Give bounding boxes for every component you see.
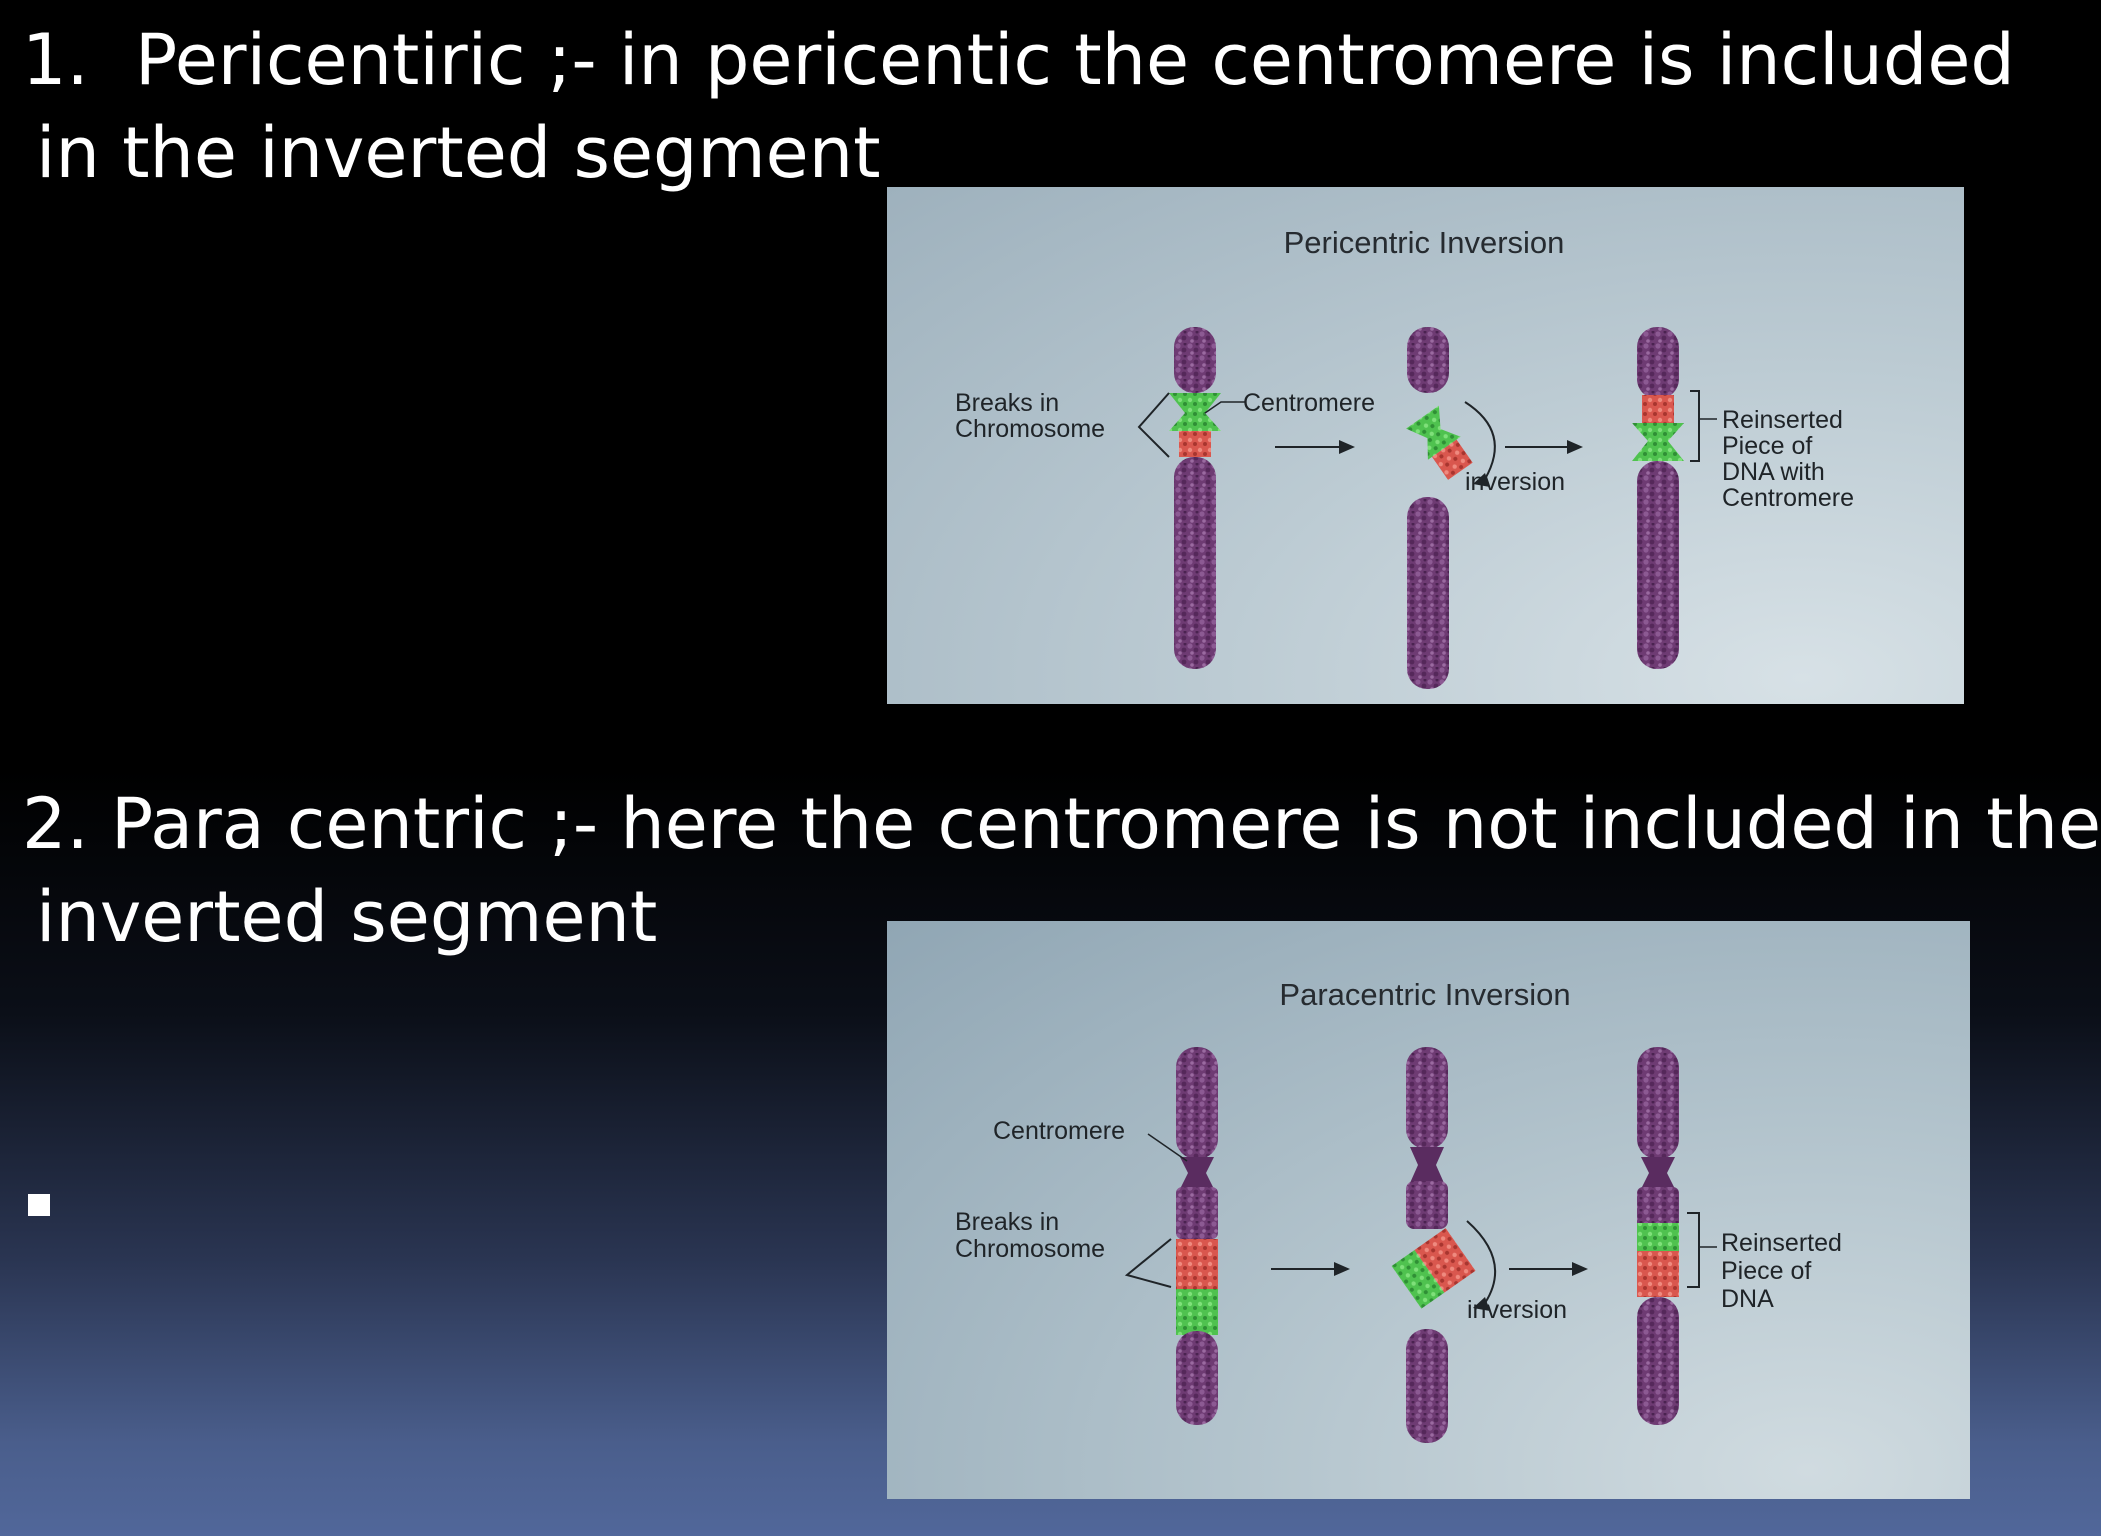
breaks-label-line-1: Breaks in — [955, 389, 1059, 417]
paracentric-inversion-diagram: Paracentric Inversion Centromere Breaks … — [887, 921, 1970, 1499]
arrow-right-icon — [1509, 1262, 1588, 1276]
inverting-chromosome — [1391, 1047, 1476, 1443]
point-2-line-2: inverted segment — [36, 876, 658, 958]
square-bullet — [28, 1194, 50, 1216]
arrow-right-icon — [1271, 1262, 1350, 1276]
original-chromosome — [1169, 327, 1221, 669]
arrow-right-icon — [1275, 440, 1355, 454]
inversion-curved-arrow — [1466, 1220, 1497, 1304]
breaks-bracket — [1124, 1238, 1172, 1288]
centromere-leader — [1147, 1133, 1188, 1162]
pericentric-inversion-diagram: Pericentric Inversion Breaks in Chromoso… — [887, 187, 1964, 704]
reinserted-bracket — [1687, 1212, 1700, 1288]
inversion-label: inversion — [1467, 1296, 1567, 1324]
centromere-label: Centromere — [1243, 389, 1375, 417]
point-2-line-1: 2. Para centric ;- here the centromere i… — [22, 783, 2101, 865]
paracentric-diagram-svg: Paracentric Inversion Centromere Breaks … — [955, 977, 1842, 1443]
point-1-line-1: 1. Pericentiric ;- in pericentic the cent… — [22, 14, 2015, 107]
paracentric-title: Paracentric Inversion — [1279, 977, 1570, 1012]
reinserted-label-line-3: DNA — [1721, 1285, 1774, 1313]
original-chromosome — [1176, 1047, 1218, 1425]
inversion-label: inversion — [1465, 468, 1565, 496]
breaks-label-line-2: Chromosome — [955, 415, 1105, 443]
arrow-right-icon — [1505, 440, 1583, 454]
inversion-arrowhead-icon — [1473, 473, 1490, 487]
reinserted-label-line-4: Centromere — [1722, 484, 1854, 512]
breaks-label-line-1: Breaks in — [955, 1208, 1059, 1236]
inversion-curved-arrow — [1464, 401, 1496, 480]
inverted-chromosome — [1632, 327, 1684, 669]
breaks-label-line-2: Chromosome — [955, 1235, 1105, 1263]
inverted-chromosome — [1637, 1047, 1679, 1425]
point-1-text: 1. Pericentiric ;- in pericentic the cent… — [22, 14, 2015, 200]
pericentric-diagram-svg: Pericentric Inversion Breaks in Chromoso… — [955, 225, 1854, 689]
breaks-bracket — [1137, 392, 1170, 458]
reinserted-label-line-2: Piece of — [1721, 1257, 1811, 1285]
point-1-line-2: in the inverted segment — [36, 112, 881, 194]
reinserted-label-line-1: Reinserted — [1722, 406, 1843, 434]
inverting-chromosome — [1406, 327, 1473, 689]
point-1-heading: Pericentiric ;- in pericentic the centro… — [135, 19, 2015, 101]
pericentric-title: Pericentric Inversion — [1284, 225, 1565, 260]
reinserted-bracket — [1690, 390, 1700, 462]
reinserted-label-line-3: DNA with — [1722, 458, 1825, 486]
inversion-arrowhead-icon — [1473, 1297, 1490, 1311]
point-2-text: 2. Para centric ;- here the centromere i… — [22, 778, 2101, 964]
centromere-leader — [1204, 401, 1245, 414]
point-1-number: 1. — [22, 19, 89, 101]
centromere-label: Centromere — [993, 1117, 1125, 1145]
reinserted-label-line-1: Reinserted — [1721, 1229, 1842, 1257]
reinserted-label-line-2: Piece of — [1722, 432, 1812, 460]
